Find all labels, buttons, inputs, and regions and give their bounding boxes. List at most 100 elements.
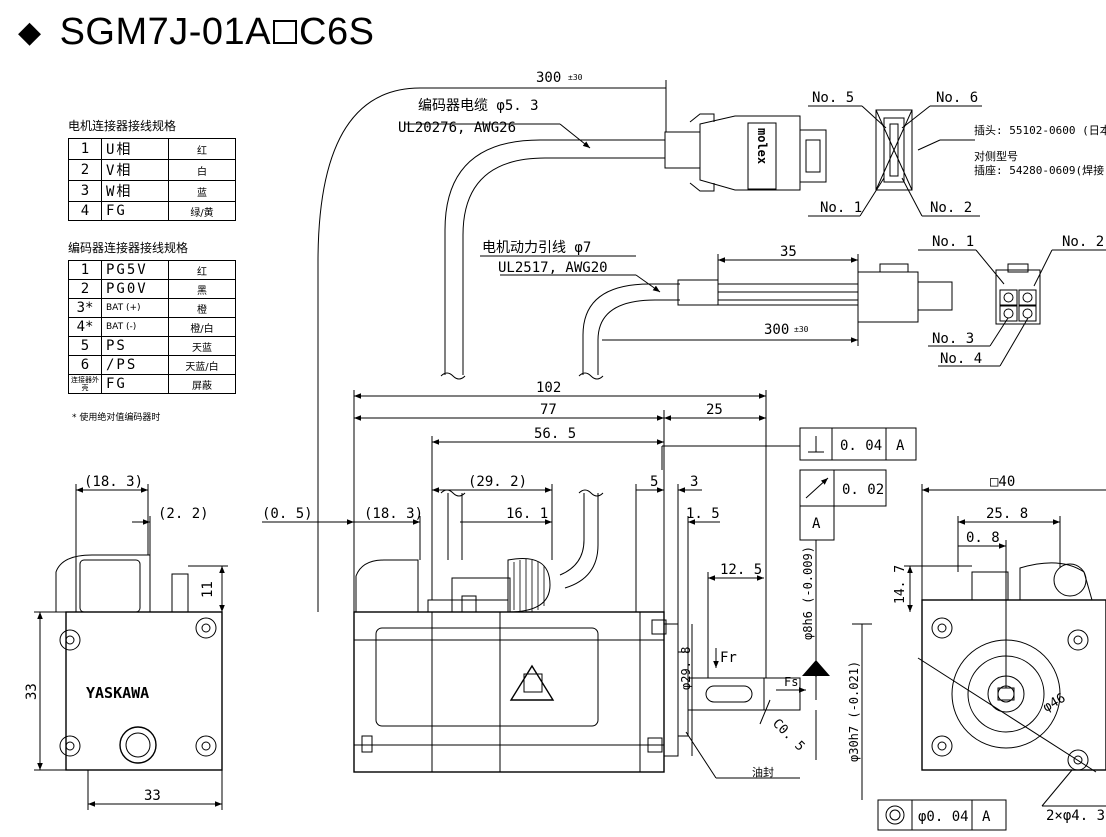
table-row: 3*BAT (+)橙 <box>68 298 236 318</box>
datum-triangle-icon <box>802 660 830 676</box>
dimension-lines <box>34 80 1106 810</box>
pin-no3-pwr: No. 3 <box>932 331 974 347</box>
pin-no: 4* <box>68 317 102 337</box>
dim-0-5: (0. 5) <box>262 506 313 522</box>
dim-30h7: φ30h7 (-0.021) <box>847 661 861 762</box>
dim-c0-5: C0. 5 <box>769 716 807 754</box>
dim-5: 5 <box>650 474 658 490</box>
page-title: ◆ SGM7J-01A C6S <box>18 6 374 58</box>
dim-2-2: (2. 2) <box>158 506 209 522</box>
pin-no1-pwr: No. 1 <box>932 234 974 250</box>
dim-102: 102 <box>536 380 561 396</box>
yaskawa-logo: YASKAWA <box>86 684 149 702</box>
encoder-table-caption: 编码器连接器接线规格 <box>68 241 189 255</box>
dim-12-5: 12. 5 <box>720 562 762 578</box>
dim-300-top: 300 <box>536 70 561 86</box>
conc-datum: A <box>982 809 991 825</box>
dim-300-top-tol: ±30 <box>568 73 583 82</box>
dim-29-8: φ29. 8 <box>679 647 693 690</box>
pin-no: 连接器外壳 <box>68 374 102 394</box>
dim-300-lead: 300 <box>764 322 789 338</box>
dim-holes: 2×φ4. 3 <box>1046 808 1105 824</box>
placeholder-box-icon <box>273 20 298 44</box>
power-pin-face <box>995 263 1041 325</box>
power-cable-label: 电机动力引线 φ7 <box>482 240 591 256</box>
pin-no5: No. 5 <box>812 90 854 106</box>
pin-no: 3* <box>68 298 102 318</box>
perp-value: 0. 04 <box>840 438 882 454</box>
wire-color: 绿/黄 <box>168 201 236 221</box>
encoder-note: * 使用绝对值编码器时 <box>72 413 161 423</box>
force-fs: Fs <box>784 675 798 689</box>
encoder-cable-spec: UL20276, AWG26 <box>398 120 516 136</box>
dim-sq40: □40 <box>990 474 1015 490</box>
pin-no1-enc: No. 1 <box>820 200 862 216</box>
dim-phi46: φ46 <box>1041 691 1069 716</box>
dim-18-3-side: (18. 3) <box>364 506 423 522</box>
runout-datum: A <box>812 516 821 532</box>
encoder-connector <box>664 113 827 192</box>
dim-25: 25 <box>706 402 723 418</box>
pin-no6: No. 6 <box>936 90 978 106</box>
perp-datum: A <box>896 438 905 454</box>
model-suffix: C6S <box>299 10 375 53</box>
dim-35: 35 <box>780 244 797 260</box>
dim-25-8: 25. 8 <box>986 506 1028 522</box>
diamond-icon: ◆ <box>18 15 42 49</box>
dim-1-5: 1. 5 <box>686 506 720 522</box>
dim-18-3-front: (18. 3) <box>84 474 143 490</box>
wire-color: 屏蔽 <box>168 374 236 394</box>
encoder-cable-label: 编码器电缆 φ5. 3 <box>418 98 539 114</box>
dim-11: 11 <box>200 581 216 598</box>
perpendicularity-frame <box>799 427 917 461</box>
pin-no4-pwr: No. 4 <box>940 351 982 367</box>
motor-table-caption: 电机连接器接线规格 <box>68 119 177 133</box>
flange-view <box>917 562 1106 773</box>
plug-label: 插头: 55102-0600 (日本 <box>974 123 1106 137</box>
pin-no2-pwr: No. 2 <box>1062 234 1104 250</box>
dim-14-7: 14. 7 <box>893 565 908 604</box>
dim-33-horz: 33 <box>144 788 161 804</box>
molex-logo: molex <box>755 128 769 164</box>
power-cable-spec: UL2517, AWG20 <box>498 260 608 276</box>
dim-77: 77 <box>540 402 557 418</box>
concentricity-frame <box>877 799 1007 831</box>
dim-0-8: 0. 8 <box>966 530 1000 546</box>
encoder-pin-face <box>875 109 913 191</box>
dim-16-1: 16. 1 <box>506 506 548 522</box>
signal: FG <box>101 201 169 221</box>
force-fr: Fr <box>720 650 737 666</box>
power-cable <box>582 283 680 375</box>
mating-label: 对侧型号 <box>974 149 1018 163</box>
conc-value: φ0. 04 <box>918 809 969 825</box>
dim-3: 3 <box>690 474 698 490</box>
signal: FG <box>101 374 169 394</box>
dim-300-lead-tol: ±30 <box>794 325 809 334</box>
encoder-cable <box>444 139 665 375</box>
motor-front-view <box>55 554 223 771</box>
runout-value: 0. 02 <box>842 482 884 498</box>
dim-29-2: (29. 2) <box>468 474 527 490</box>
power-connector <box>677 263 953 323</box>
pin-no2-enc: No. 2 <box>930 200 972 216</box>
motor-side-view <box>353 557 801 773</box>
runout-frame <box>799 469 887 541</box>
dim-33-vert: 33 <box>24 683 40 700</box>
signal: W相 <box>101 180 169 202</box>
dim-56-5: 56. 5 <box>534 426 576 442</box>
socket-label: 插座: 54280-0609(焊接 <box>974 163 1104 177</box>
oil-seal-label: 油封 <box>752 765 774 779</box>
model-prefix: SGM7J-01A <box>59 10 272 53</box>
